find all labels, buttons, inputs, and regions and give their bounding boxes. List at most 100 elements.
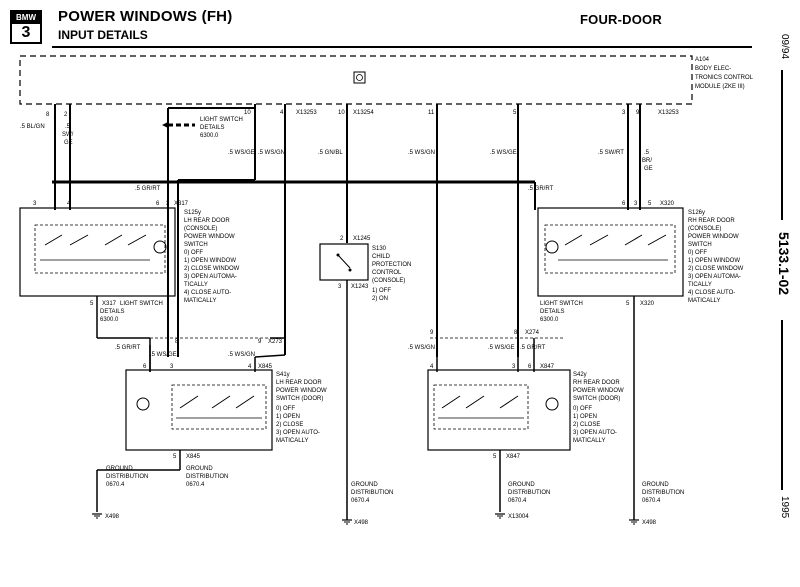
wire-sw-ge-1: .5 — [65, 124, 71, 130]
diagram-label: 2) ON — [372, 296, 388, 302]
ground-x498-2: X498 — [354, 520, 369, 526]
diagram-label: POWER WINDOW — [276, 388, 327, 394]
side-rule-top — [781, 70, 783, 220]
diagram-label: CONTROL — [372, 270, 402, 276]
ground-x13004: X13004 — [508, 514, 529, 520]
conn-x13253-l: X13253 — [296, 110, 317, 116]
diagram-label: DISTRIBUTION — [508, 490, 550, 496]
s42y-pin-9: 9 — [430, 330, 434, 336]
diagram-label: MATICALLY — [688, 298, 720, 304]
control-module-box — [19, 55, 693, 105]
wire-ws-gn-b: .5 WS/GN — [408, 150, 435, 156]
conn-x13253-r: X13253 — [658, 110, 679, 116]
s41y-wire-grrt: .5 GR/RT — [115, 345, 141, 351]
wire-sw-ge-2: SW/ — [62, 132, 74, 138]
diagram-label: MATICALLY — [276, 438, 308, 444]
s41y-gd-1: GROUND — [186, 466, 213, 472]
s42y-bottom-conn: X847 — [506, 454, 521, 460]
wire-br-ge-3: GE — [644, 166, 653, 172]
header-rule — [52, 46, 752, 48]
wire-ws-gn-a: .5 WS/GN — [258, 150, 285, 156]
s126y-pin-5: 5 — [648, 201, 652, 207]
pin-10a: 10 — [244, 110, 251, 116]
s130-bottom-conn: X1243 — [351, 284, 369, 290]
light-switch-2: DETAILS — [200, 125, 225, 131]
s130-labels: S130 CHILD PROTECTION CONTROL (CONSOLE) … — [372, 246, 411, 302]
s42y-wire-wsgn: .5 WS/GN — [408, 345, 435, 351]
module-label-1: A104 — [695, 57, 710, 63]
s126y-pin-6: 6 — [622, 201, 626, 207]
diagram-label: 2) CLOSE WINDOW — [688, 266, 744, 272]
light-switch-3: 6300.0 — [200, 133, 219, 139]
ground-right: GROUND DISTRIBUTION 0670.4 X498 — [628, 482, 684, 526]
s125y-light-2: DETAILS — [100, 309, 125, 315]
diagram-label: 1) OPEN WINDOW — [688, 258, 740, 264]
diagram-label: POWER WINDOW — [688, 234, 739, 240]
s42y-bottom-pin: 5 — [493, 454, 497, 460]
s126y-light-3: 6300.0 — [540, 317, 559, 323]
ground-center: GROUND DISTRIBUTION 0670.4 X498 — [341, 482, 393, 526]
s41y-pin-3: 3 — [170, 364, 174, 370]
pin-11: 11 — [428, 110, 435, 116]
diagram-label: 3) OPEN AUTO- — [276, 430, 320, 436]
s130-top-conn: X1245 — [353, 236, 371, 242]
diagram-label: (CONSOLE) — [372, 278, 405, 284]
diagram-label: RH REAR DOOR — [573, 380, 620, 386]
s41y-gd-3: 0670.4 — [186, 482, 205, 488]
diagram-label: S125y — [184, 210, 201, 216]
diagram-label: (CONSOLE) — [184, 226, 217, 232]
module-label-3: TRONICS CONTROL — [695, 75, 754, 81]
s41y-labels: S41y LH REAR DOOR POWER WINDOW SWITCH (D… — [276, 372, 327, 444]
s126y-pin-3: 3 — [634, 201, 638, 207]
wire-br-ge-1: .5 — [644, 150, 650, 156]
diagram-label: DISTRIBUTION — [106, 474, 148, 480]
diagram-label: 1) OPEN — [573, 414, 597, 420]
wire-gr-rt-r: .5 GR/RT — [528, 186, 554, 192]
diagram-label: 4) CLOSE AUTO- — [184, 290, 231, 296]
s125y-box — [19, 207, 176, 297]
diagram-label: 2) CLOSE — [573, 422, 600, 428]
s125y-pin-6: 6 — [156, 201, 160, 207]
bmw-logo: BMW 3 — [10, 10, 42, 44]
pin-9: 9 — [636, 110, 640, 116]
diagram-label: TICALLY — [184, 282, 208, 288]
s41y-pin-6: 6 — [143, 364, 147, 370]
diagram-label: 3) OPEN AUTOMA- — [184, 274, 237, 280]
diagram-label: 3) OPEN AUTOMA- — [688, 274, 741, 280]
s41y-bottom-pin: 5 — [173, 454, 177, 460]
diagram-label: MATICALLY — [573, 438, 605, 444]
s125y-bottom-conn: X317 — [102, 301, 117, 307]
wire-br-ge-2: BR/ — [642, 158, 652, 164]
s41y-pin-9: 9 — [258, 339, 262, 345]
s42y-labels: S42y RH REAR DOOR POWER WINDOW SWITCH (D… — [573, 372, 624, 444]
wire-sw-ge-3: GE — [64, 140, 73, 146]
light-switch-1: LIGHT SWITCH — [200, 117, 243, 123]
s42y-pin-8: 8 — [514, 330, 518, 336]
s126y-lamp-icon — [545, 240, 559, 254]
ground-left: GROUND DISTRIBUTION 0670.4 X498 — [91, 466, 148, 520]
diagram-label: 2) CLOSE WINDOW — [184, 266, 240, 272]
s42y-wire-wsge: .5 WS/GE — [488, 345, 515, 351]
page-title: POWER WINDOWS (FH) — [58, 8, 233, 25]
s42y-conn: X847 — [540, 364, 555, 370]
diagram-label: 0) OFF — [688, 250, 707, 256]
module-label-2: BODY ELEC- — [695, 66, 731, 72]
wire-sw-rt: .5 SW/RT — [598, 150, 624, 156]
diagram-label: 2) CLOSE — [276, 422, 303, 428]
s125y-light-1: LIGHT SWITCH — [120, 301, 163, 307]
s42y-conn-top: X274 — [525, 330, 540, 336]
wire-ws-ge-b: .5 WS/GE — [490, 150, 517, 156]
diagram-label: SWITCH — [184, 242, 208, 248]
pin-8: 8 — [46, 112, 50, 118]
s41y-conn: X845 — [258, 364, 273, 370]
diagram-label: LH REAR DOOR — [184, 218, 230, 224]
s125y-light-3: 6300.0 — [100, 317, 119, 323]
s41y-box — [125, 369, 273, 451]
s42y-pin-4: 4 — [430, 364, 434, 370]
s126y-light-2: DETAILS — [540, 309, 565, 315]
diagram-label: DISTRIBUTION — [642, 490, 684, 496]
wire-ws-ge-a: .5 WS/GE — [228, 150, 255, 156]
diagram-label: 0670.4 — [351, 498, 370, 504]
s41y-wire-wsge: .5 WS/GE — [150, 352, 177, 358]
diagram-label: POWER WINDOW — [573, 388, 624, 394]
